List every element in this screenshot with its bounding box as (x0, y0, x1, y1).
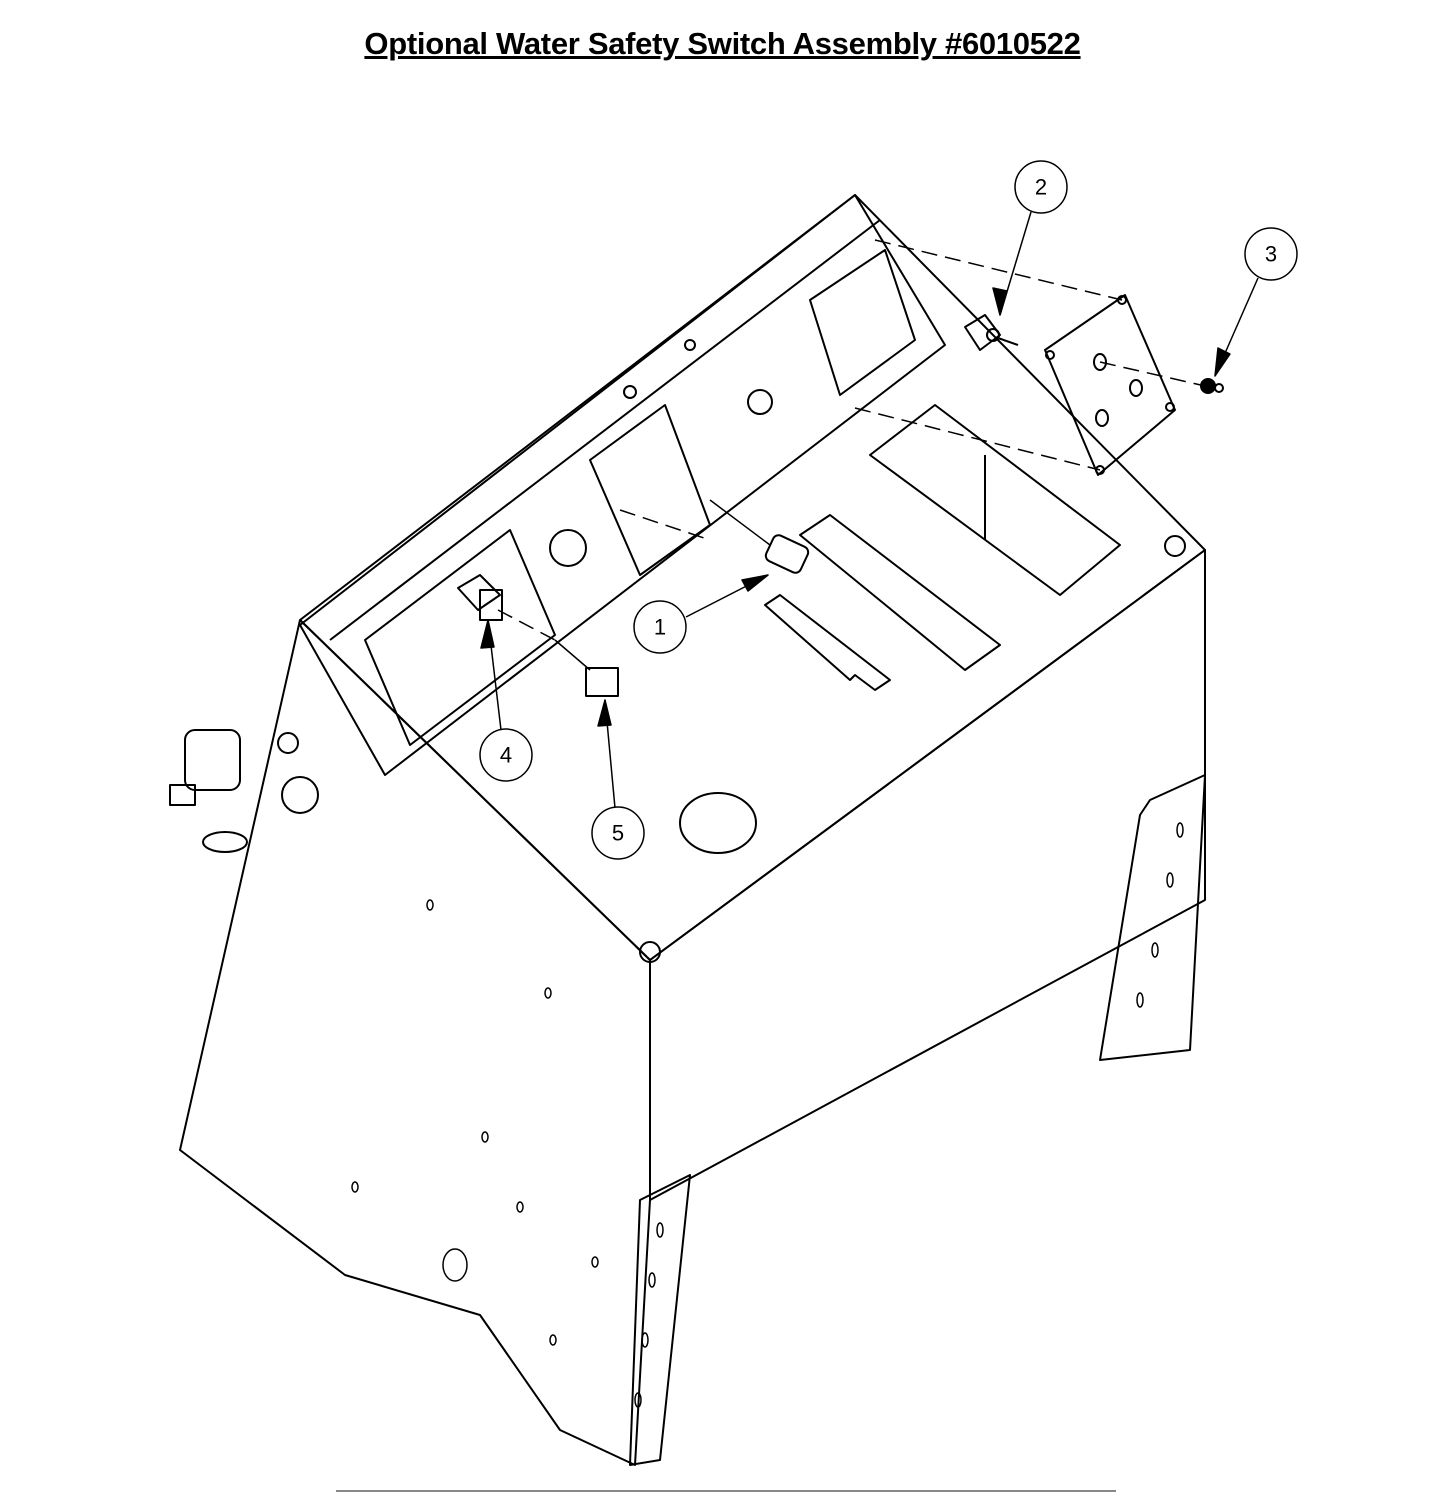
svg-text:4: 4 (500, 743, 512, 768)
part-relay (457, 574, 503, 621)
callout-3: 3 (1244, 227, 1298, 281)
callout-2: 2 (1014, 160, 1068, 214)
footer-rule (336, 1490, 1116, 1492)
callout-5: 5 (591, 806, 645, 860)
water-valve (169, 729, 319, 853)
switch-cover-plate (1044, 294, 1176, 476)
callout-leaders (480, 211, 1259, 809)
callout-4: 4 (479, 728, 533, 782)
callout-1: 1 (633, 600, 687, 654)
svg-text:2: 2 (1035, 175, 1047, 200)
part-toggle-switch (964, 314, 1019, 351)
part-pressure-switch (764, 534, 810, 574)
cabinet-body (169, 194, 1206, 1466)
part-indicator-light (1200, 378, 1224, 394)
svg-text:5: 5 (612, 821, 624, 846)
svg-text:1: 1 (654, 615, 666, 640)
part-relay-socket (585, 667, 619, 697)
svg-text:3: 3 (1265, 242, 1277, 267)
page-title: Optional Water Safety Switch Assembly #6… (364, 26, 1081, 61)
assembly-lines (497, 239, 1206, 641)
